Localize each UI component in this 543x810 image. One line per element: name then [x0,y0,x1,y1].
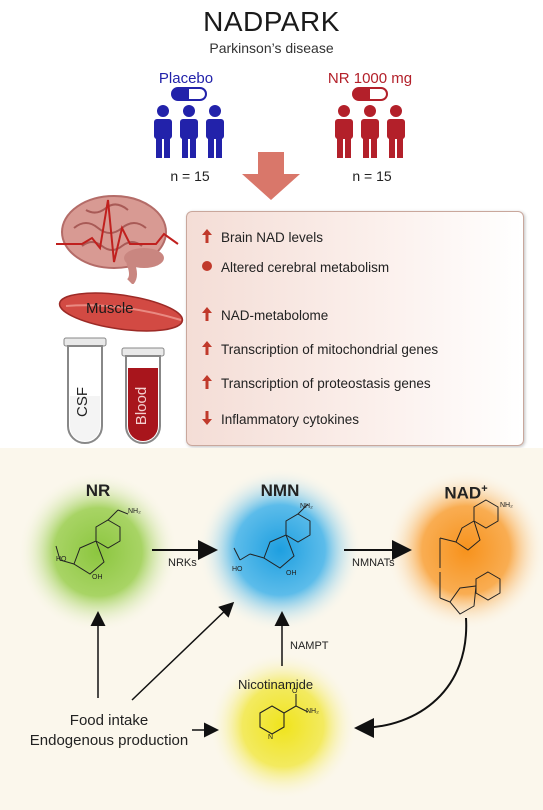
nicotinamide-label: Nicotinamide [238,677,314,692]
nr-circle [18,472,178,632]
nad-nh2-label: NH₂ [500,502,513,509]
muscle-icon [58,292,184,332]
up-arrow-icon [201,306,221,325]
nmnats-label: NMNATs [352,557,395,569]
nicotinamide-molecule [259,694,309,735]
csf-label: CSF [74,387,91,417]
nampt-label: NAMPT [290,640,329,652]
sources-label: Food intake Endogenous production [24,711,194,751]
nr-label: NR [85,481,111,500]
nicotinamide-circle [209,652,357,800]
nr-molecule [55,509,129,575]
placebo-n: n = 15 [170,168,210,184]
page-title: NADPARK [203,6,340,37]
nrks-label: NRKs [168,557,197,569]
nicotinamide-o-label: O [292,688,298,695]
food-to-nmn-arrow [131,601,235,701]
placebo-people-icon [154,105,224,158]
nr-oh-label: OH [92,574,103,581]
nr-group-n: n = 15 [352,168,392,184]
placebo-pill-icon [171,87,207,101]
nmn-ho-label: HO [232,566,243,573]
pathway-diagram [18,468,543,800]
food-intake-text: Food intake [69,712,149,729]
finding-text: Transcription of proteostasis genes [221,376,431,391]
nad-molecule [439,499,501,615]
finding-proteostasis-genes: Transcription of proteostasis genes [201,374,431,393]
findings-panel: Brain NAD levels Altered cerebral metabo… [186,211,524,446]
finding-cytokines: Inflammatory cytokines [201,410,359,429]
nr-group-label: NR 1000 mg [327,70,413,87]
nicotinamide-n-label: N [268,734,274,741]
up-arrow-icon [201,374,221,393]
nad-label: NAD+ [444,483,488,503]
finding-mito-genes: Transcription of mitochondrial genes [201,340,438,359]
page-subtitle: Parkinson’s disease [209,40,334,56]
nmn-label: NMN [260,481,300,500]
down-arrow-icon [242,152,300,200]
csf-tube-icon [63,337,107,444]
finding-nad-metabolome: NAD-metabolome [201,306,328,325]
nr-nh2-label: NH₂ [128,508,141,515]
nad-to-nicotinamide-arrow [354,617,468,738]
finding-text: Altered cerebral metabolism [221,260,390,275]
brain-icon [56,195,179,284]
finding-text: Inflammatory cytokines [221,412,360,427]
blood-tube-icon [121,347,165,444]
nr-group-figure [335,87,405,158]
nmn-circle [198,468,362,632]
nicotinamide-nh2-label: NH₂ [306,708,319,715]
finding-text: Brain NAD levels [221,230,324,245]
finding-text: NAD-metabolome [221,308,329,323]
nr-ho-label: HO [56,556,67,563]
up-arrow-icon [201,228,221,247]
up-arrow-icon [201,340,221,359]
down-arrow-icon [201,410,221,429]
muscle-label: Muscle [86,300,134,317]
finding-text: Transcription of mitochondrial genes [221,342,439,357]
dot-icon [201,260,221,275]
nmn-oh-label: OH [286,570,297,577]
nr-pill-icon [352,87,388,101]
finding-brain-nad: Brain NAD levels [201,228,323,247]
finding-cerebral-metabolism: Altered cerebral metabolism [201,260,389,275]
nr-people-icon [335,105,405,158]
placebo-group-figure [154,87,224,158]
placebo-label: Placebo [158,70,214,87]
nmn-molecule [233,503,311,569]
nad-circle [386,470,543,630]
endogenous-production-text: Endogenous production [29,732,189,749]
blood-label: Blood [133,386,150,426]
nmn-nh2-label: NH₂ [300,503,313,510]
